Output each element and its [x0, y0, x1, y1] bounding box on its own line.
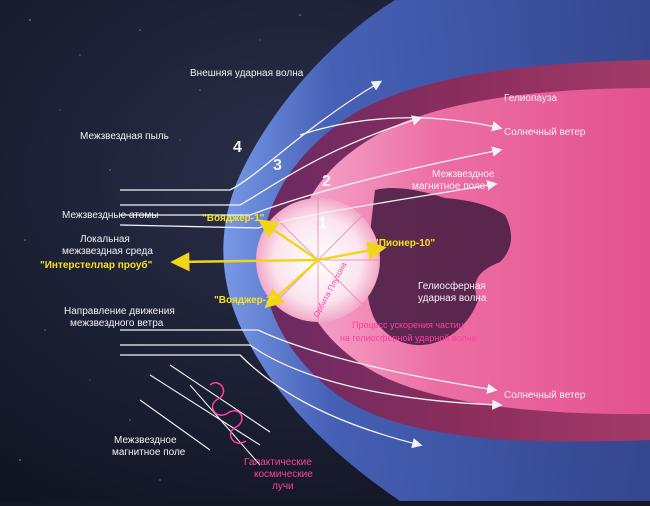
label-acceleration-2: на гелиосферной ударной волне [340, 333, 477, 343]
cosmic-ray-spiral [209, 382, 247, 444]
label-magnetic-field-bottom-1: Межзвездное [114, 435, 177, 446]
label-magnetic-field-top-2: магнитное поле [412, 181, 486, 192]
label-cosmic-rays-1: Галактические [244, 457, 312, 468]
label-pioneer10: "Пионер-10" [374, 238, 435, 249]
label-voyager2: "Вояджер-2" [214, 295, 277, 306]
label-magnetic-field-bottom-2: магнитное поле [112, 447, 186, 458]
label-acceleration-1: Процесс ускорения частиц [352, 320, 464, 330]
label-heliospheric-shock-2: ударная волна [418, 293, 487, 304]
label-solar-wind-bottom: Солнечный ветер [504, 390, 586, 401]
zone-number-2: 2 [322, 173, 331, 190]
label-interstellar-probe: "Интерстеллар проуб" [40, 259, 153, 271]
label-cosmic-rays-3: лучи [272, 481, 294, 492]
label-wind-direction-2: межзвездного ветра [70, 318, 164, 329]
label-interstellar-atoms: Межзвездные атомы [62, 210, 158, 221]
zone-number-1: 1 [318, 215, 327, 232]
spacecraft-trajectories [170, 219, 387, 309]
label-wind-direction-1: Направление движения [64, 306, 175, 317]
label-heliospheric-shock-1: Гелиосферная [418, 280, 486, 292]
label-interstellar-dust: Межзвездная пыль [80, 131, 169, 142]
label-local-medium-1: Локальная [80, 234, 130, 245]
zone-number-3: 3 [273, 157, 282, 174]
flow-lines [119, 80, 503, 449]
interstellar-wind-lines [139, 364, 271, 466]
label-heliopause: Гелиопауза [504, 93, 557, 104]
label-cosmic-rays-2: космические [254, 469, 313, 480]
label-solar-wind-top: Солнечный ветер [504, 127, 586, 138]
starfield [19, 14, 301, 481]
label-local-medium-2: межзвездная среда [62, 246, 153, 257]
zone-number-4: 4 [233, 139, 242, 156]
label-voyager1: "Вояджер-1" [202, 213, 265, 224]
termination-shock-cavity [366, 187, 512, 345]
label-magnetic-field-top-1: Межзвездное [432, 169, 495, 180]
label-outer-shock: Внешняя ударная волна [190, 68, 304, 79]
